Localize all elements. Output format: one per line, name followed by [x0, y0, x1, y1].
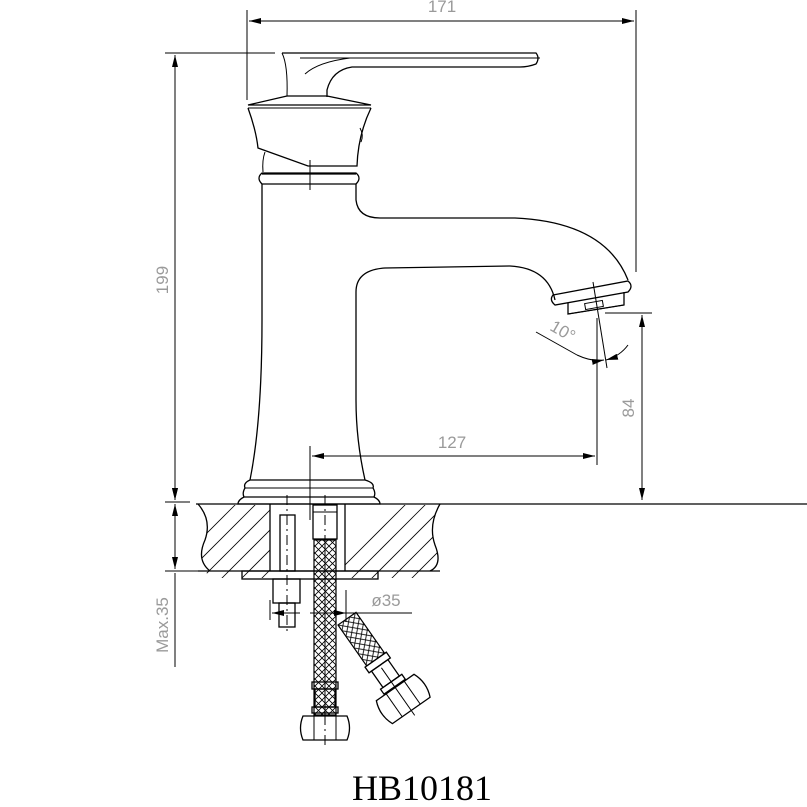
dimension-label-199: 199: [153, 266, 172, 294]
braided-hose-angled: [337, 611, 431, 725]
dimension-deck-thickness: Max.35: [153, 480, 202, 667]
dimension-label-10deg: 10°: [547, 317, 579, 346]
model-code: HB10181: [352, 768, 492, 807]
dimension-spout-clearance: 84: [605, 312, 652, 500]
aerator: [550, 280, 632, 315]
lever-handle: [281, 52, 540, 97]
dimension-overall-width: 171: [246, 0, 637, 272]
dimension-label-127: 127: [438, 433, 466, 452]
dimension-label-171: 171: [428, 0, 456, 16]
faucet-body: [237, 52, 632, 505]
flexible-hoses: [299, 495, 431, 748]
dimension-label-84: 84: [619, 399, 638, 418]
mounting-stud: [269, 495, 301, 635]
faucet-column-and-spout: [249, 184, 629, 481]
dimension-overall-height: 199: [153, 52, 275, 500]
collar-ring: [258, 160, 360, 190]
dimension-label-max35: Max.35: [153, 597, 172, 653]
dimension-deck-hole: ø35: [272, 590, 412, 622]
faucet-base: [237, 479, 381, 505]
dimension-spout-reach: 127: [309, 318, 598, 520]
cartridge-cap: [247, 95, 372, 173]
deck-section: [196, 503, 807, 580]
dimension-label-d35: ø35: [371, 591, 400, 610]
hose-nut-vertical: [299, 715, 351, 741]
fixing-plate: [241, 570, 379, 580]
